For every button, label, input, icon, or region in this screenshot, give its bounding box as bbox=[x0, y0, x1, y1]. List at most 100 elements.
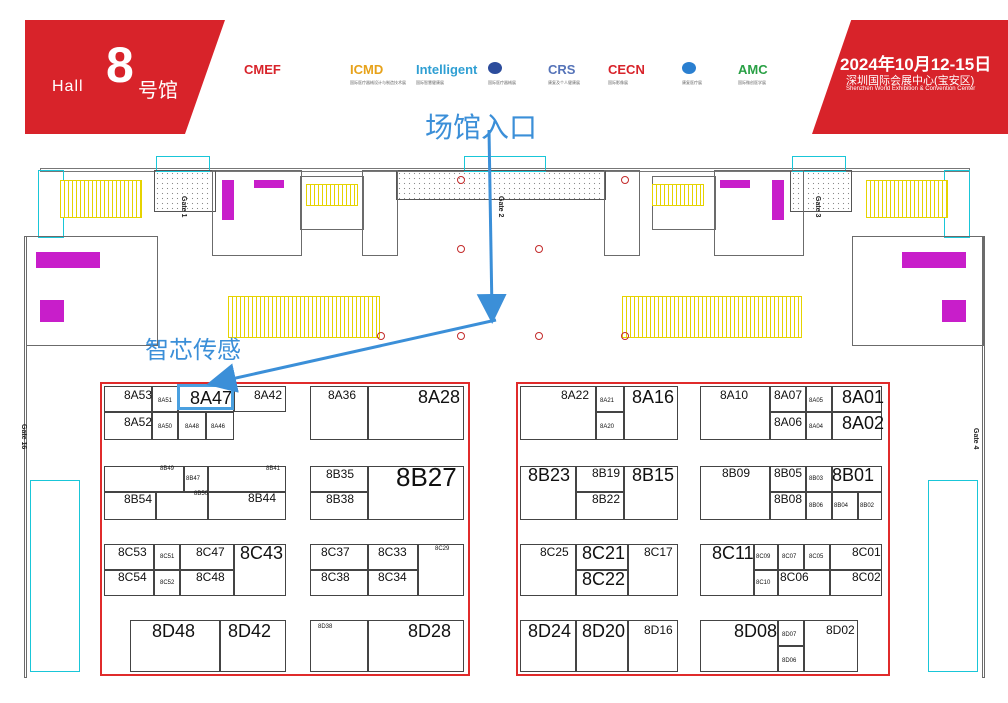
booth-8c47[interactable]: 8C47 bbox=[196, 545, 225, 559]
booth-8a51[interactable]: 8A51 bbox=[158, 398, 173, 404]
booth-8b02[interactable]: 8B02 bbox=[860, 503, 875, 509]
booth-8a16[interactable]: 8A16 bbox=[632, 387, 675, 407]
booth-8d20[interactable]: 8D20 bbox=[582, 621, 626, 641]
highlight-booth-frame bbox=[177, 384, 234, 410]
booth-8b01[interactable]: 8B01 bbox=[832, 465, 875, 485]
booth-8a21[interactable]: 8A21 bbox=[600, 398, 615, 404]
pillar bbox=[457, 332, 465, 340]
booth-8c52[interactable]: 8C52 bbox=[160, 580, 175, 586]
stair-room-west bbox=[362, 170, 398, 256]
booth-8b06[interactable]: 8B06 bbox=[809, 503, 824, 509]
booth-8c05[interactable]: 8C05 bbox=[809, 554, 824, 560]
booth-8d38[interactable]: 8D38 bbox=[318, 624, 333, 630]
booth-8a42[interactable]: 8A42 bbox=[254, 388, 283, 402]
booth-8a02[interactable]: 8A02 bbox=[842, 413, 885, 433]
service-room-west bbox=[300, 176, 364, 230]
booth-8a48[interactable]: 8A48 bbox=[185, 424, 200, 430]
booth-8a04[interactable]: 8A04 bbox=[809, 424, 824, 430]
exhibitor-label: 智芯传感 bbox=[145, 337, 241, 364]
escalator bbox=[866, 180, 948, 218]
booth-8c29[interactable]: 8C29 bbox=[435, 546, 450, 552]
booth-8b50[interactable]: 8B50 bbox=[194, 491, 209, 497]
gate-1-label: Gate 1 bbox=[180, 196, 187, 218]
booth-8b44[interactable]: 8B44 bbox=[248, 491, 277, 505]
booth-8a36[interactable]: 8A36 bbox=[328, 388, 357, 402]
booth-8c37[interactable]: 8C37 bbox=[321, 545, 350, 559]
booth-8a10[interactable]: 8A10 bbox=[720, 388, 749, 402]
booth-8b05[interactable]: 8B05 bbox=[774, 466, 803, 480]
booth-8b35[interactable]: 8B35 bbox=[326, 467, 355, 481]
booth-8d42[interactable]: 8D42 bbox=[228, 621, 272, 641]
booth-8d06[interactable]: 8D06 bbox=[782, 658, 797, 664]
booth-8a47[interactable]: 8A47 bbox=[190, 388, 233, 408]
booth-8d48[interactable]: 8D48 bbox=[152, 621, 196, 641]
booth-8d28[interactable]: 8D28 bbox=[408, 621, 452, 641]
booth-8a01[interactable]: 8A01 bbox=[842, 387, 885, 407]
booth-8a20[interactable]: 8A20 bbox=[600, 424, 615, 430]
booth-8b49[interactable]: 8B49 bbox=[160, 466, 175, 472]
booth-8d07[interactable]: 8D07 bbox=[782, 632, 797, 638]
booth-8b38[interactable]: 8B38 bbox=[326, 492, 355, 506]
booth-8c33[interactable]: 8C33 bbox=[378, 545, 407, 559]
booth-8b04[interactable]: 8B04 bbox=[834, 503, 849, 509]
booth-8c09[interactable]: 8C09 bbox=[756, 554, 771, 560]
restroom-block-east bbox=[714, 170, 804, 256]
escalator bbox=[306, 184, 358, 206]
booth-8a52[interactable]: 8A52 bbox=[124, 415, 153, 429]
gate-4-label: Gate 4 bbox=[972, 428, 979, 450]
stair-room-east bbox=[604, 170, 640, 256]
booth-8c38[interactable]: 8C38 bbox=[321, 570, 350, 584]
zone-west bbox=[100, 382, 470, 676]
booth-8c06[interactable]: 8C06 bbox=[780, 570, 809, 584]
booth-8b08[interactable]: 8B08 bbox=[774, 492, 803, 506]
gate-2-label: Gate 2 bbox=[497, 196, 504, 218]
booth-8d02[interactable]: 8D02 bbox=[826, 623, 855, 637]
booth-8c21[interactable]: 8C21 bbox=[582, 543, 626, 563]
booth-8c51[interactable]: 8C51 bbox=[160, 554, 175, 560]
booth-8a22[interactable]: 8A22 bbox=[561, 388, 590, 402]
booth-8d24[interactable]: 8D24 bbox=[528, 621, 572, 641]
west-side-rooms bbox=[30, 480, 80, 672]
booth-8c34[interactable]: 8C34 bbox=[378, 570, 407, 584]
zone-east bbox=[516, 382, 890, 676]
booth-8b47[interactable]: 8B47 bbox=[186, 476, 201, 482]
booth-8a06[interactable]: 8A06 bbox=[774, 415, 803, 429]
booth-8a07[interactable]: 8A07 bbox=[774, 388, 803, 402]
booth-8c22[interactable]: 8C22 bbox=[582, 569, 626, 589]
booth-8b54[interactable]: 8B54 bbox=[124, 492, 153, 506]
restroom-fixtures bbox=[36, 252, 100, 268]
exhibition-logo-caption: 国际影像展 bbox=[608, 80, 628, 85]
booth-8d08[interactable]: 8D08 bbox=[734, 621, 778, 641]
booth-8c07[interactable]: 8C07 bbox=[782, 554, 797, 560]
booth-8a53[interactable]: 8A53 bbox=[124, 388, 153, 402]
restroom-fixtures bbox=[902, 252, 966, 268]
booth-8a46[interactable]: 8A46 bbox=[211, 424, 226, 430]
booth-8c43[interactable]: 8C43 bbox=[240, 543, 284, 563]
booth-8c02[interactable]: 8C02 bbox=[852, 570, 881, 584]
booth-8b09[interactable]: 8B09 bbox=[722, 466, 751, 480]
restroom-fixtures bbox=[720, 180, 750, 188]
booth-8a05[interactable]: 8A05 bbox=[809, 398, 824, 404]
booth-8b15[interactable]: 8B15 bbox=[632, 465, 675, 485]
booth-8b22[interactable]: 8B22 bbox=[592, 492, 621, 506]
booth-8c53[interactable]: 8C53 bbox=[118, 545, 147, 559]
booth-8c11[interactable]: 8C11 bbox=[712, 543, 754, 563]
pillar bbox=[535, 245, 543, 253]
booth-8b23[interactable]: 8B23 bbox=[528, 465, 571, 485]
booth-8b03[interactable]: 8B03 bbox=[809, 476, 824, 482]
booth-8d16[interactable]: 8D16 bbox=[644, 623, 673, 637]
booth-8b19[interactable]: 8B19 bbox=[592, 466, 621, 480]
booth-8a50[interactable]: 8A50 bbox=[158, 424, 173, 430]
restroom-fixtures bbox=[254, 180, 284, 188]
booth-8c01[interactable]: 8C01 bbox=[852, 545, 881, 559]
booth-8c25[interactable]: 8C25 bbox=[540, 545, 569, 559]
corridor-west bbox=[154, 170, 216, 212]
booth-8b41[interactable]: 8B41 bbox=[266, 466, 281, 472]
exhibition-logo bbox=[488, 62, 502, 74]
booth-8c54[interactable]: 8C54 bbox=[118, 570, 147, 584]
booth-8b27[interactable]: 8B27 bbox=[396, 462, 457, 492]
booth-8a28[interactable]: 8A28 bbox=[418, 387, 461, 407]
booth-8c10[interactable]: 8C10 bbox=[756, 580, 771, 586]
booth-8c17[interactable]: 8C17 bbox=[644, 545, 673, 559]
booth-8c48[interactable]: 8C48 bbox=[196, 570, 225, 584]
